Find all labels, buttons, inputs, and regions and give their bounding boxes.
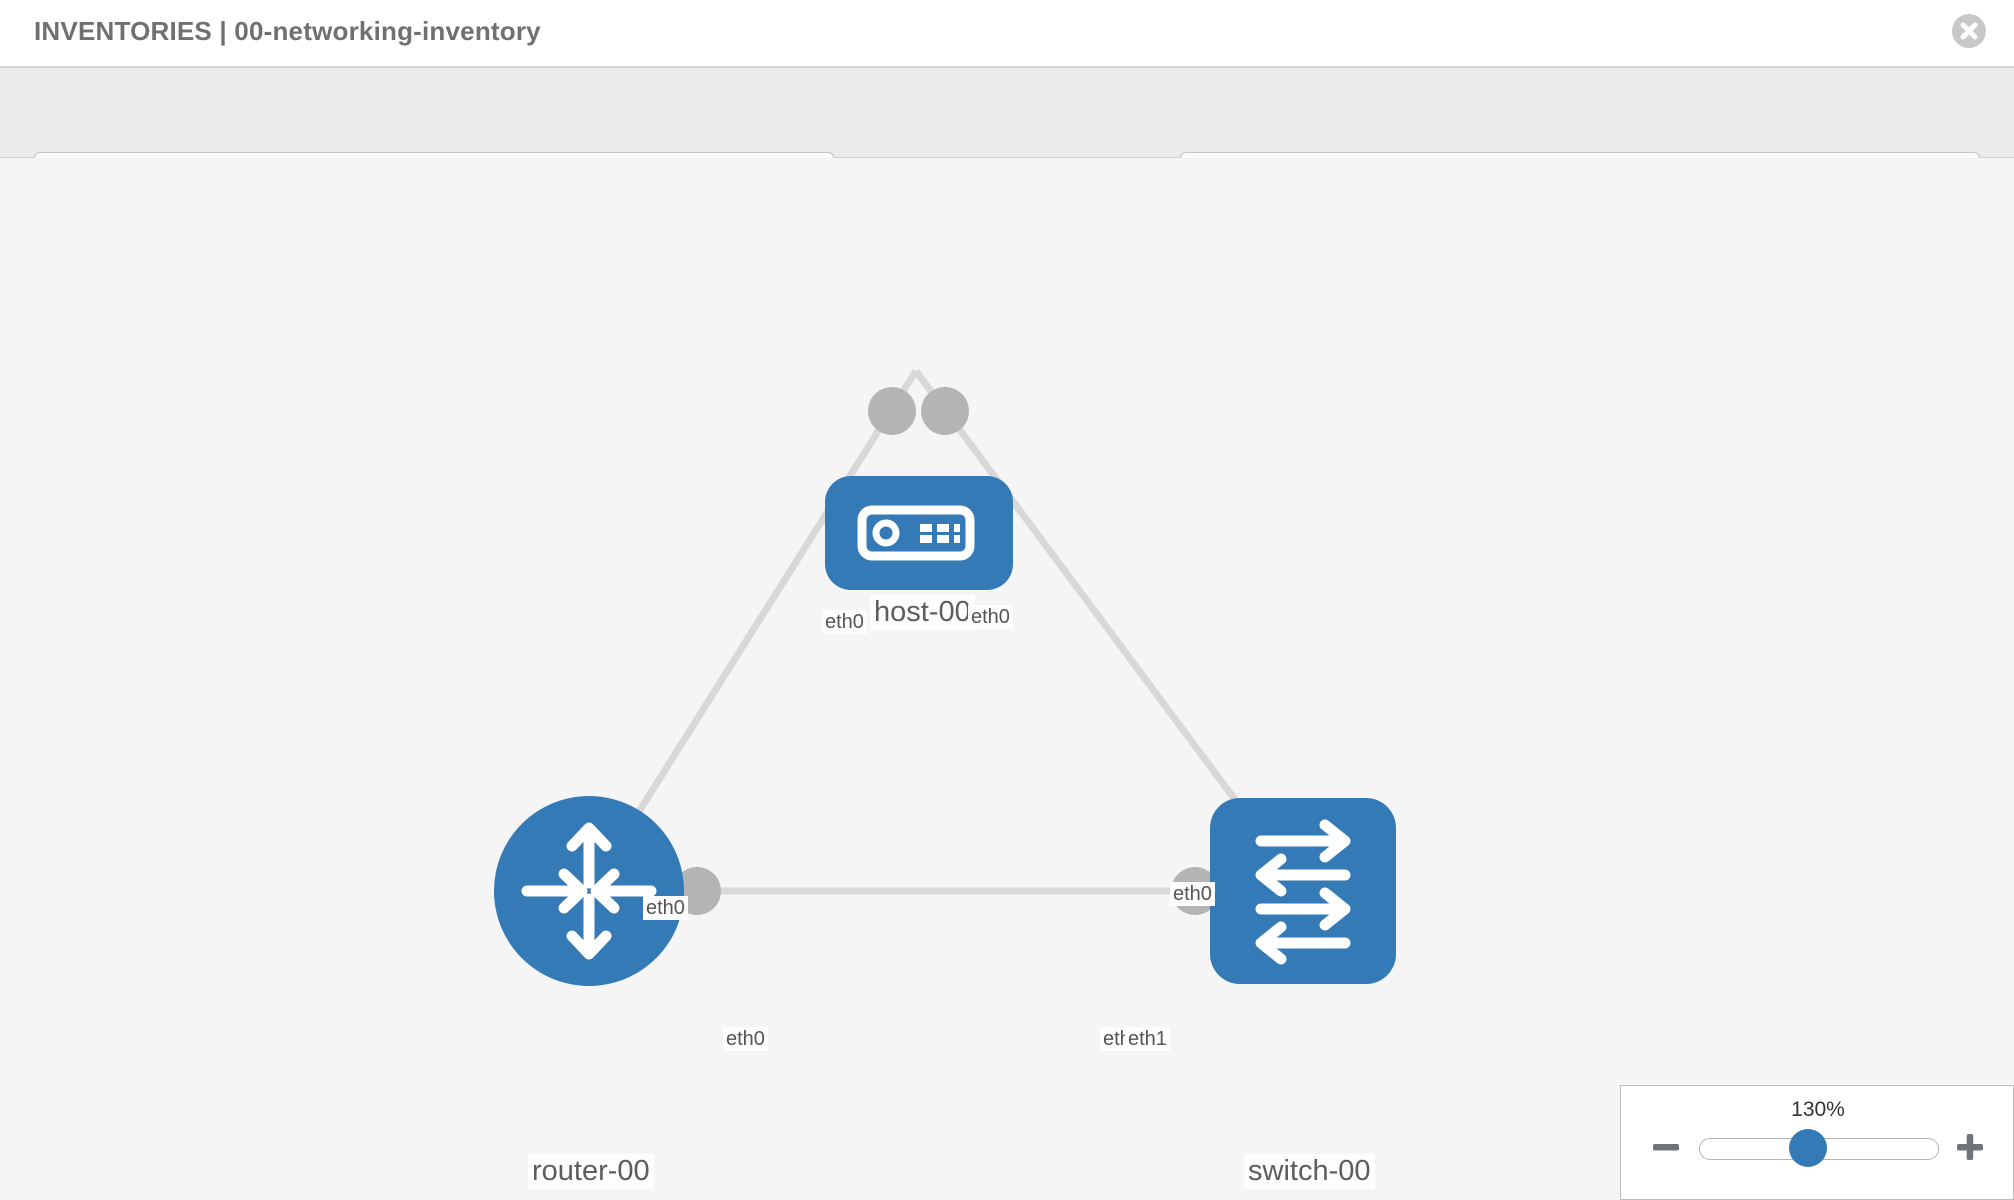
close-icon[interactable] xyxy=(1952,14,1986,48)
node-host-00 xyxy=(825,476,1013,590)
topology-canvas[interactable]: host-00 router-00 switch-00 eth0 eth0 et… xyxy=(0,158,2014,1200)
interface-label: eth0 xyxy=(968,605,1013,629)
node-label-host-00: host-00 xyxy=(870,595,975,630)
port-host00-left xyxy=(868,387,916,435)
interface-label: eth0 xyxy=(643,896,688,920)
plus-icon[interactable] xyxy=(1953,1130,1987,1164)
node-label-router-00: router-00 xyxy=(528,1154,654,1189)
node-router-00 xyxy=(494,796,684,986)
topology-links xyxy=(586,368,1306,895)
zoom-control-panel: 130% xyxy=(1620,1085,2014,1200)
interface-label: eth0 xyxy=(723,1027,768,1051)
node-switch-00 xyxy=(1210,798,1396,984)
interface-label: eth0 xyxy=(822,610,867,634)
interface-label: eth0 xyxy=(1170,882,1215,906)
minus-icon[interactable] xyxy=(1649,1130,1683,1164)
port-host00-right xyxy=(921,387,969,435)
page-header: INVENTORIES | 00-networking-inventory xyxy=(0,0,2014,68)
toolbar: ACTIONS SEARCH xyxy=(0,68,2014,208)
page-title: INVENTORIES | 00-networking-inventory xyxy=(34,16,541,46)
zoom-level-value: 130% xyxy=(1791,1098,1845,1121)
node-label-switch-00: switch-00 xyxy=(1244,1154,1375,1189)
interface-label: eth1 xyxy=(1125,1027,1170,1051)
topology-graph xyxy=(494,368,1396,986)
zoom-slider-thumb[interactable] xyxy=(1789,1129,1827,1167)
link-host00-router00 xyxy=(586,369,919,893)
topology-ports xyxy=(673,387,1259,915)
